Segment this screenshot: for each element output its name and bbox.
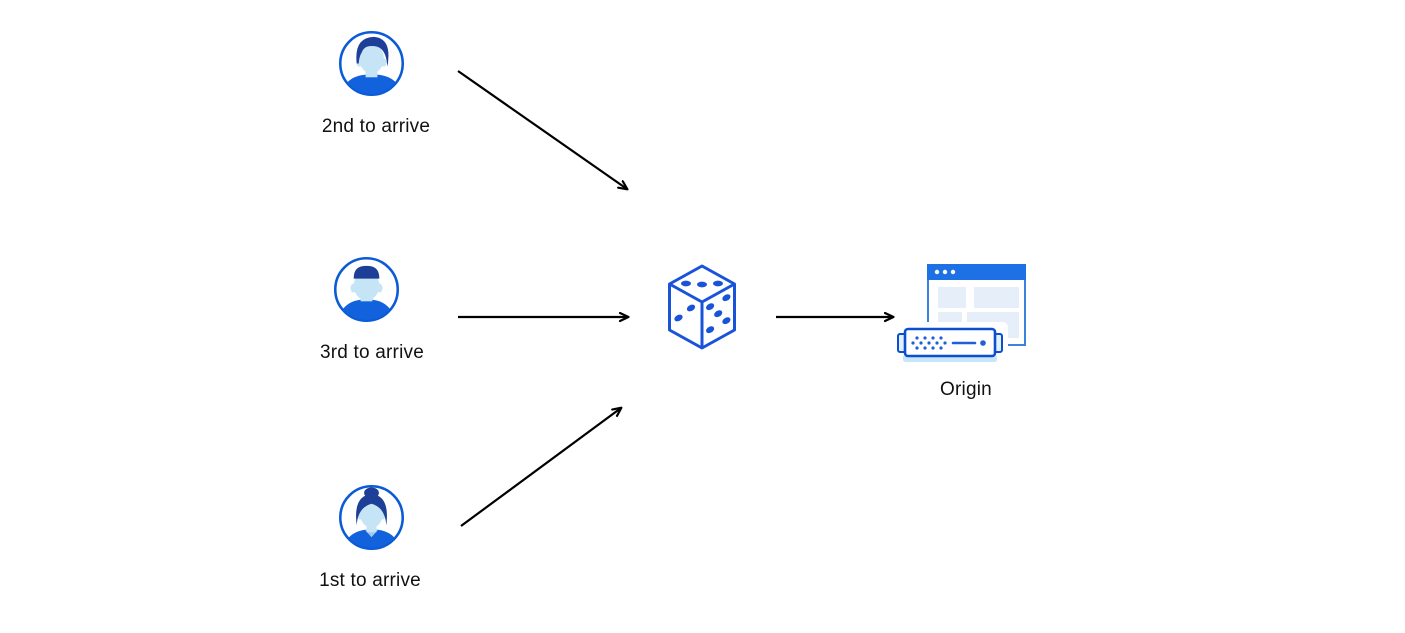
origin-icon [896, 264, 1026, 364]
label-user-2nd: 2nd to arrive [321, 116, 431, 137]
dice-icon [668, 264, 736, 350]
man-flattop-avatar-icon [333, 256, 400, 323]
node-randomizer [665, 262, 739, 352]
label-origin: Origin [940, 379, 992, 400]
arrow-user-1st-to-dice [460, 408, 621, 527]
node-origin [893, 258, 1033, 370]
node-user-3rd [333, 256, 400, 323]
woman-bun-avatar-icon [338, 484, 405, 551]
label-user-3rd: 3rd to arrive [320, 342, 424, 363]
node-user-1st [338, 484, 405, 551]
man-swoop-avatar-icon [338, 30, 405, 97]
server-icon [896, 322, 1008, 364]
label-user-1st: 1st to arrive [319, 570, 421, 591]
node-user-2nd [338, 30, 405, 97]
arrow-user-2nd-to-dice [457, 70, 627, 189]
